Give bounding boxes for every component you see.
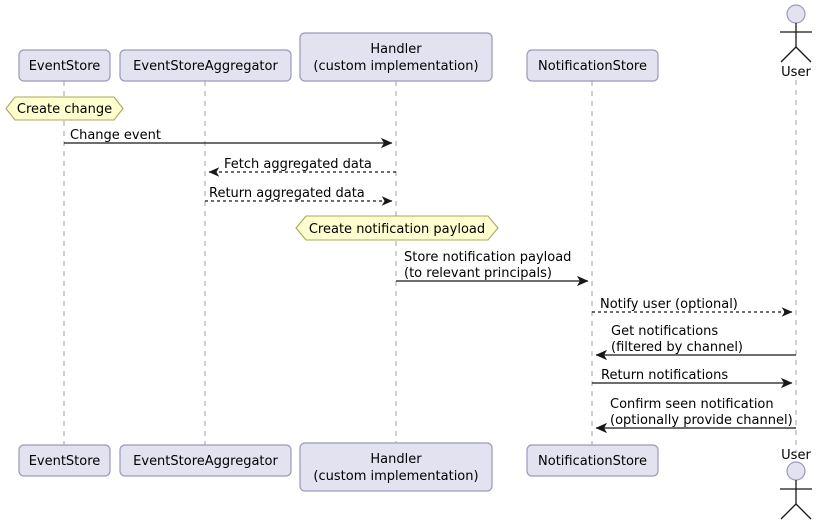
actor-leg-left-line <box>780 503 797 520</box>
message-label: Change event <box>70 128 161 143</box>
actor-label-user-top: User <box>781 65 811 80</box>
message-label-line1: Confirm seen notification <box>610 397 774 412</box>
participant-box[interactable] <box>526 444 659 477</box>
actor-leg-right-line <box>795 46 812 63</box>
note-create-change: Create change <box>5 96 124 121</box>
participant-label-notificationstore: NotificationStore <box>538 454 647 469</box>
participant-eventstoreaggregator-bottom[interactable]: EventStoreAggregator <box>119 444 292 477</box>
message-label: Return aggregated data <box>209 186 365 201</box>
participant-label-eventstore: EventStore <box>29 59 101 74</box>
participant-label-handler-line2: (custom implementation) <box>313 469 478 484</box>
note-create-notification-payload: Create notification payload <box>295 215 499 241</box>
message-label: Fetch aggregated data <box>224 157 372 172</box>
participant-label-handler-line1: Handler <box>370 42 422 57</box>
actor-label-user-bottom: User <box>781 448 811 463</box>
participant-box[interactable] <box>526 49 659 82</box>
message-label: Notify user (optional) <box>600 297 738 312</box>
message-change-event: Change event <box>64 128 393 149</box>
message-label-line2: (filtered by channel) <box>611 340 743 355</box>
participant-handler-bottom[interactable]: Handler (custom implementation) <box>299 442 493 492</box>
message-get-notifications: Get notifications (filtered by channel) <box>595 324 796 361</box>
note-text: Create change <box>17 102 112 117</box>
message-fetch-aggregated-data: Fetch aggregated data <box>208 157 396 177</box>
note-text: Create notification payload <box>309 222 485 237</box>
message-notify-user: Notify user (optional) <box>592 297 793 317</box>
lifelines <box>63 80 797 452</box>
actor-leg-right-line <box>795 503 812 520</box>
message-label-line2: (to relevant principals) <box>404 266 552 281</box>
message-confirm-seen-notification: Confirm seen notification (optionally pr… <box>595 397 796 434</box>
message-return-notifications: Return notifications <box>592 368 793 389</box>
message-return-aggregated-data: Return aggregated data <box>205 186 393 206</box>
participant-label-eventstoreaggregator: EventStoreAggregator <box>133 59 278 74</box>
participant-box[interactable] <box>299 442 493 492</box>
participant-box[interactable] <box>119 49 292 82</box>
participant-box[interactable] <box>18 49 111 82</box>
message-label: Return notifications <box>601 368 728 383</box>
message-label-line1: Get notifications <box>611 324 718 339</box>
message-label-line2: (optionally provide channel) <box>610 413 793 428</box>
note-hexagon-shape <box>5 96 124 121</box>
participant-label-notificationstore: NotificationStore <box>538 59 647 74</box>
actor-head-icon <box>786 461 806 481</box>
actor-head-icon <box>786 4 806 24</box>
participant-label-eventstoreaggregator: EventStoreAggregator <box>133 454 278 469</box>
participant-label-eventstore: EventStore <box>29 454 101 469</box>
actor-leg-left-line <box>780 46 797 63</box>
participant-notificationstore-bottom[interactable]: NotificationStore <box>526 444 659 477</box>
message-store-notification-payload: Store notification payload (to relevant … <box>396 250 589 287</box>
participant-handler-top[interactable]: Handler (custom implementation) <box>299 32 493 82</box>
actor-user-top[interactable]: User <box>780 4 812 80</box>
participant-eventstore-top[interactable]: EventStore <box>18 49 111 82</box>
note-hexagon-shape <box>295 215 499 241</box>
message-label-line1: Store notification payload <box>404 250 571 265</box>
participant-label-handler-line1: Handler <box>370 452 422 467</box>
participant-eventstoreaggregator-top[interactable]: EventStoreAggregator <box>119 49 292 82</box>
participant-label-handler-line2: (custom implementation) <box>313 59 478 74</box>
participant-box[interactable] <box>18 444 111 477</box>
participant-eventstore-bottom[interactable]: EventStore <box>18 444 111 477</box>
participant-box[interactable] <box>299 32 493 82</box>
participant-box[interactable] <box>119 444 292 477</box>
participant-notificationstore-top[interactable]: NotificationStore <box>526 49 659 82</box>
actor-user-bottom[interactable]: User <box>780 448 812 520</box>
